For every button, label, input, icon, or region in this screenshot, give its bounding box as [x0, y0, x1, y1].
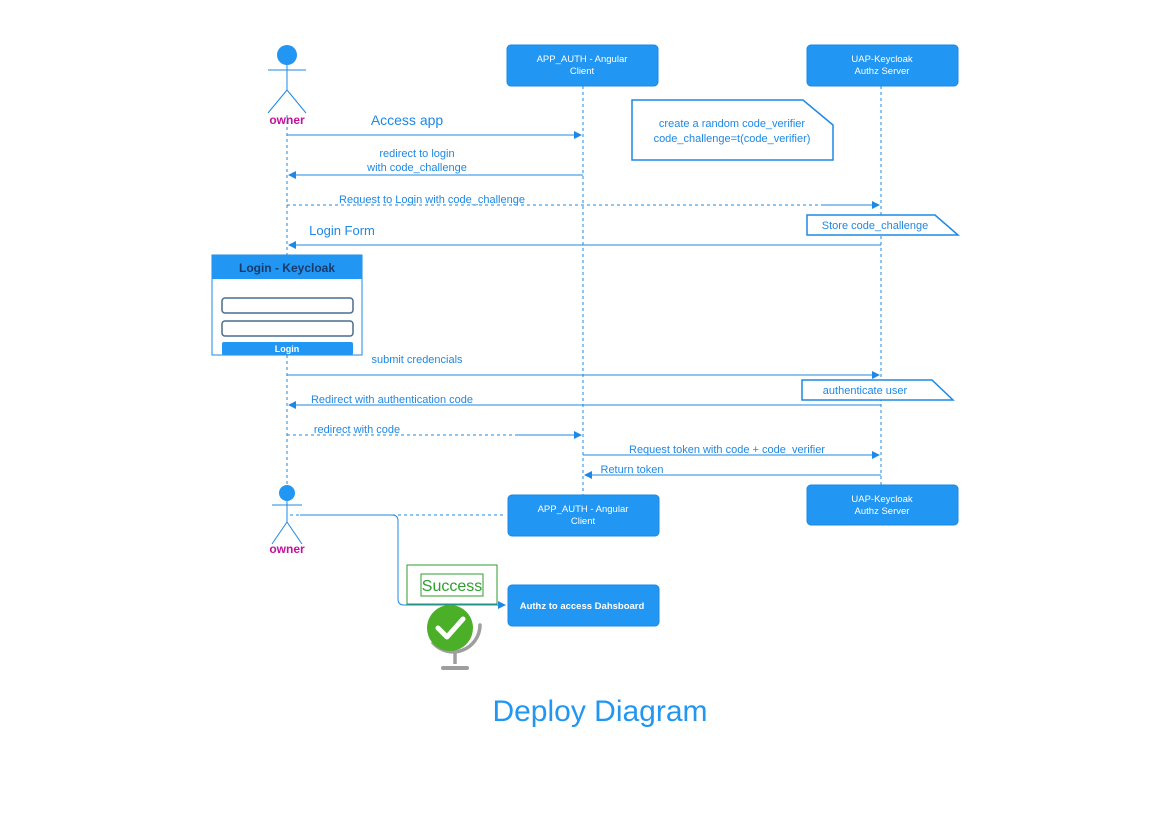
client-top-line1: APP_AUTH - Angular: [537, 54, 628, 65]
dashboard-box: Authz to access Dahsboard: [507, 584, 660, 627]
dashboard-label: Authz to access Dahsboard: [520, 601, 645, 612]
owner-bottom-label: owner: [269, 542, 305, 556]
owner-actor-top-icon: [267, 45, 307, 114]
note-store-challenge: Store code_challenge: [806, 214, 961, 236]
client-bottom-line1: APP_AUTH - Angular: [538, 504, 629, 515]
msg-redirect-auth-code: Redirect with authentication code: [311, 394, 473, 406]
login-form-title: Login - Keycloak: [239, 261, 335, 275]
server-bottom-line1: UAP-Keycloak: [851, 494, 912, 505]
success-box: Success: [406, 564, 498, 605]
client-bottom-box: APP_AUTH - Angular Client: [507, 494, 660, 537]
owner-top-label: owner: [269, 113, 305, 127]
owner-actor-bottom-icon: [271, 485, 303, 545]
server-bottom-line2: Authz Server: [855, 506, 910, 517]
server-top-line1: UAP-Keycloak: [851, 54, 912, 65]
note-store-challenge-text: Store code_challenge: [822, 220, 928, 232]
note-code-verifier-line2: code_challenge=t(code_verifier): [654, 133, 811, 145]
success-label: Success: [422, 578, 482, 595]
msg-redirect-with-code: redirect with code: [314, 424, 400, 436]
login-button-label: Login: [275, 344, 300, 354]
server-bottom-box: UAP-Keycloak Authz Server: [806, 484, 959, 526]
msg-submit-credentials: submit credencials: [371, 354, 463, 366]
msg-access-app: Access app: [371, 112, 444, 128]
diagram-title: Deploy Diagram: [492, 695, 707, 728]
login-keycloak-form: Login - Keycloak Login: [211, 254, 363, 356]
client-top-line2: Client: [570, 66, 595, 77]
server-top-line2: Authz Server: [855, 66, 910, 77]
note-authenticate-user: authenticate user: [801, 379, 955, 401]
msg-return-token: Return token: [601, 464, 664, 476]
connector-owner-dashboard: [300, 514, 506, 609]
note-code-verifier: create a random code_verifier code_chall…: [631, 99, 834, 161]
login-username-field: [221, 297, 354, 314]
login-button: [222, 342, 353, 355]
msg-login-form: Login Form: [309, 223, 375, 238]
note-authenticate-user-text: authenticate user: [823, 385, 908, 397]
server-top-box: UAP-Keycloak Authz Server: [806, 44, 959, 87]
login-password-field: [221, 320, 354, 337]
msg-redirect-login-line1: redirect to login: [379, 148, 454, 160]
client-top-box: APP_AUTH - Angular Client: [506, 44, 659, 87]
globe-check-icon: [427, 605, 482, 670]
client-bottom-line2: Client: [571, 516, 596, 527]
note-code-verifier-line1: create a random code_verifier: [659, 118, 805, 130]
msg-request-token: Request token with code + code_verifier: [629, 444, 825, 456]
msg-redirect-login-line2: with code_challenge: [366, 162, 467, 174]
msg-request-login: Request to Login with code_challenge: [339, 194, 525, 206]
